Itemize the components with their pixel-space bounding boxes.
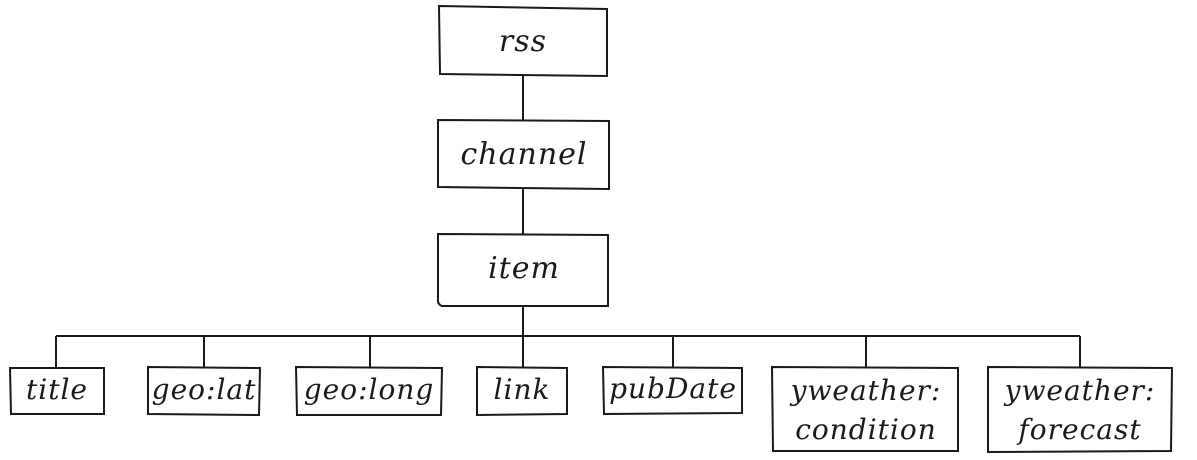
node-yweather-forecast-label-line2: forecast	[1016, 413, 1141, 446]
node-pubdate: pubDate	[601, 365, 743, 416]
node-yweather-condition: yweather: condition	[770, 365, 959, 452]
node-geo-long-label: geo:long	[304, 373, 435, 406]
node-yweather-forecast-label-line1: yweather:	[1003, 374, 1156, 407]
node-yweather-condition-label-line1: yweather:	[789, 374, 942, 407]
node-title-label: title	[26, 373, 88, 406]
tree-edges	[55, 74, 1081, 368]
node-item-box	[436, 232, 609, 307]
node-link-box	[476, 365, 568, 417]
node-item: item	[436, 232, 609, 307]
node-geo-long: geo:long	[294, 365, 444, 416]
node-yweather-forecast: yweather: forecast	[987, 365, 1174, 454]
node-rss-box	[437, 4, 608, 78]
node-rss: rss	[437, 4, 608, 78]
node-item-label: item	[488, 251, 560, 286]
node-pubdate-box	[601, 365, 743, 416]
node-yweather-condition-box	[770, 365, 959, 452]
node-geo-long-box	[294, 365, 444, 416]
node-geo-lat-label: geo:lat	[152, 373, 257, 406]
node-yweather-forecast-box	[987, 365, 1174, 454]
node-title: title	[8, 367, 105, 415]
node-channel-label: channel	[461, 137, 588, 172]
node-yweather-condition-label-line2: condition	[795, 413, 937, 446]
node-rss-label: rss	[499, 24, 547, 59]
node-geo-lat: geo:lat	[147, 365, 262, 417]
node-channel: channel	[437, 118, 610, 191]
node-link-label: link	[494, 373, 551, 406]
node-channel-box	[437, 118, 610, 191]
node-link: link	[476, 365, 568, 417]
node-title-box	[8, 367, 105, 415]
node-geo-lat-box	[147, 365, 262, 417]
node-pubdate-label: pubDate	[609, 372, 737, 405]
